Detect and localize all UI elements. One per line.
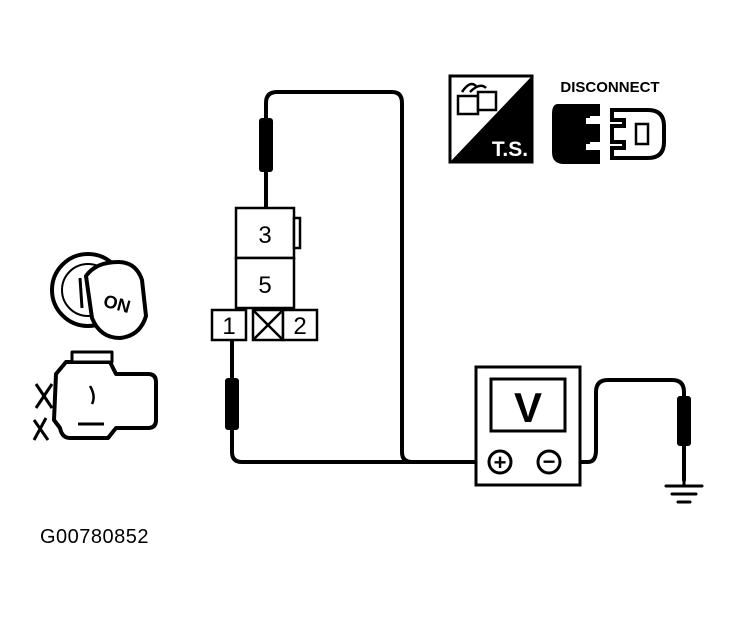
connector-cell-1 (210, 308, 248, 342)
connector-pin-1: 1 (222, 313, 235, 340)
connector-pin-5: 5 (258, 272, 271, 299)
wire-meter-to-ground (558, 378, 686, 482)
connector-cell-5 (234, 256, 296, 310)
probe-icon (259, 118, 273, 172)
meter-positive-symbol: + (494, 450, 507, 475)
connector-latch (292, 216, 302, 250)
ground-icon (664, 444, 704, 504)
figure-id: G00780852 (40, 526, 150, 548)
engine-off-icon (32, 350, 158, 441)
service-label: T.S. (492, 138, 528, 161)
connector (210, 206, 319, 342)
meter-negative-symbol: − (543, 449, 556, 474)
probe-icon (225, 378, 239, 430)
disconnect-label: DISCONNECT (560, 79, 659, 96)
wire-pin3-to-meter (264, 90, 502, 464)
connector-cell-3 (234, 206, 296, 260)
meter-negative-terminal (536, 449, 562, 475)
service-tool-icon: T.S. (448, 74, 534, 164)
disconnect-connector-icon (552, 104, 666, 164)
wire-pin1-to-meter (230, 338, 412, 464)
connector-pin-3: 3 (258, 222, 271, 249)
wiring (230, 90, 686, 482)
probes (225, 118, 691, 446)
meter-display (489, 377, 567, 433)
connector-cell-2 (281, 308, 319, 342)
ignition-key-icon: ON (50, 252, 149, 341)
probe-icon (677, 396, 691, 446)
meter-mode-label: V (514, 384, 542, 431)
voltmeter: V + − (474, 365, 582, 487)
meter-positive-terminal (487, 449, 513, 475)
connector-pin-2: 2 (293, 313, 306, 340)
